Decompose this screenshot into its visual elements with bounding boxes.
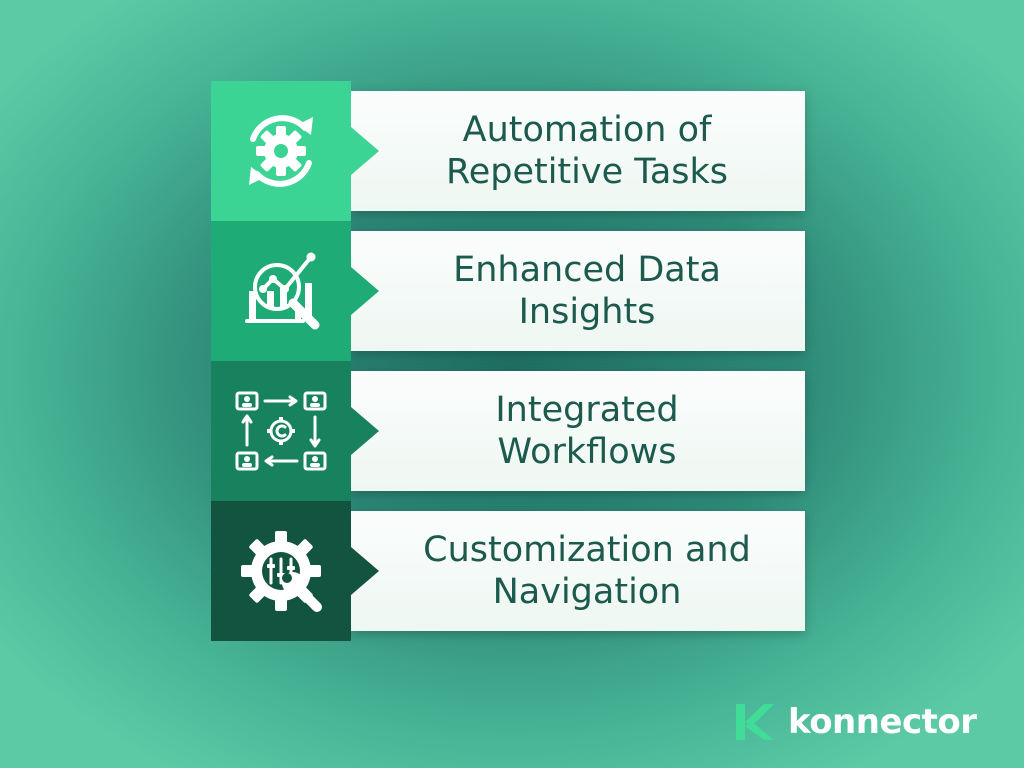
feature-title-line-1: Customization and (423, 530, 751, 570)
chart-magnifier-icon (245, 252, 320, 330)
feature-title: Integrated Workflows (477, 389, 678, 473)
feature-row-customization: Customization and Navigation (211, 501, 805, 641)
feature-title: Automation of Repetitive Tasks (428, 109, 728, 193)
brand-name: konnector (788, 702, 977, 742)
feature-title-line-1: Integrated (495, 390, 679, 430)
brand-logo: konnector (734, 700, 977, 744)
feature-title: Enhanced Data Insights (435, 249, 721, 333)
feature-title-line-1: Enhanced Data (453, 250, 721, 290)
feature-title-line-2: Repetitive Tasks (445, 152, 729, 192)
icon-tile (211, 361, 379, 501)
icon-tile (211, 221, 379, 361)
feature-card: Integrated Workflows (351, 371, 805, 491)
feature-title-line-2: Navigation (492, 572, 682, 612)
feature-card: Automation of Repetitive Tasks (351, 91, 805, 211)
gear-wrench-icon (241, 531, 322, 612)
icon-tile (211, 501, 379, 641)
konnector-logo-icon (736, 704, 774, 740)
feature-row-automation: Automation of Repetitive Tasks (211, 81, 805, 221)
feature-title-line-2: Workflows (497, 432, 677, 472)
feature-title: Customization and Navigation (405, 529, 751, 613)
icon-tile (211, 81, 379, 221)
feature-list: Automation of Repetitive Tasks (211, 81, 805, 641)
feature-title-line-1: Automation of (462, 110, 712, 150)
feature-card: Customization and Navigation (351, 511, 805, 631)
feature-row-insights: Enhanced Data Insights (211, 221, 805, 361)
workflow-icon (235, 391, 327, 471)
gear-cycle-icon (249, 115, 313, 187)
feature-row-workflows: Integrated Workflows (211, 361, 805, 501)
feature-title-line-2: Insights (518, 292, 656, 332)
feature-card: Enhanced Data Insights (351, 231, 805, 351)
